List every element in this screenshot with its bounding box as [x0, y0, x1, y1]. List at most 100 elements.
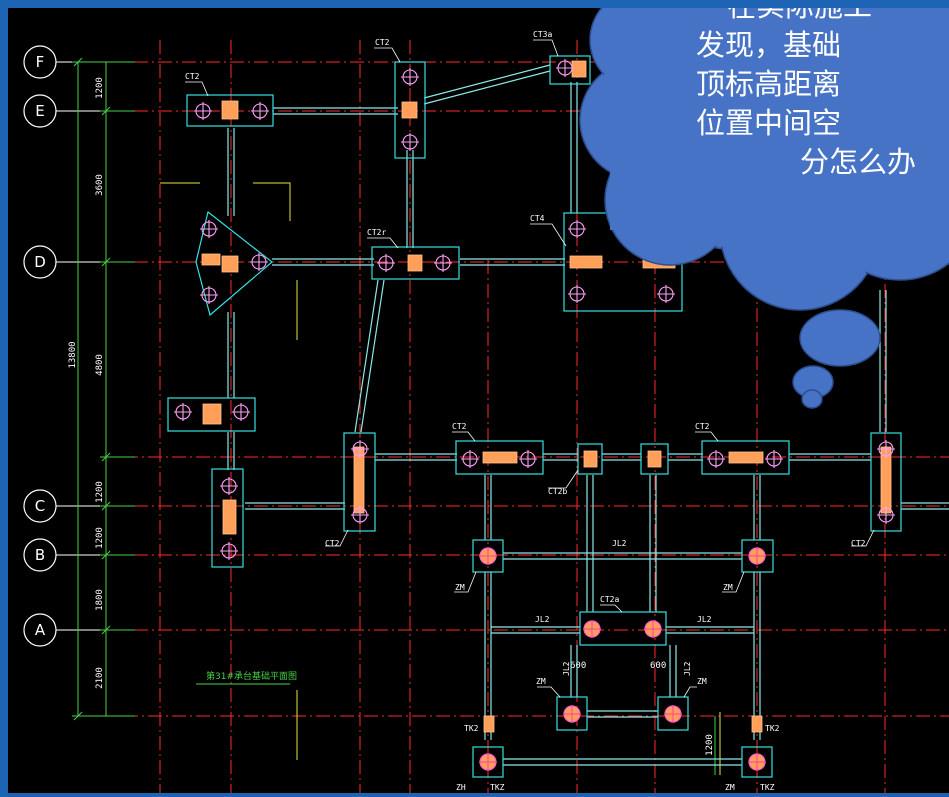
pile-cap-zm-5[interactable] [741, 746, 773, 778]
tag-jl2-c: JL2 [697, 615, 712, 624]
tag-tkz-2: TKZ [760, 783, 775, 792]
tag-ct2b: CT2b [548, 487, 567, 496]
pile-12 [568, 285, 586, 303]
dimension-texts: 13800 1200 3600 4800 1200 1200 1800 2100… [68, 77, 715, 756]
cad-drawing-canvas[interactable]: F E D C [8, 0, 949, 793]
tag-ct3a: CT3a [533, 30, 552, 39]
tag-ct2a: CT2a [600, 595, 619, 604]
axis-bubble-a: A [23, 613, 100, 647]
axis-bubble-c: C [23, 489, 100, 523]
pile-2 [251, 102, 269, 120]
tag-ct2-far-right: CT2 [851, 539, 866, 548]
pile-1 [194, 102, 212, 120]
pile-cap-zm-4[interactable] [657, 696, 689, 731]
dim-small-2: 600 [650, 661, 666, 671]
pile-11 [568, 220, 586, 238]
pile-18 [351, 440, 369, 458]
tag-labels: CT2 CT3a CT2 CT2r CT4 CT2 CT2 CT2b CT2 C… [185, 30, 866, 792]
pile-17 [220, 542, 238, 560]
pile-cap-ct2b-2[interactable] [640, 443, 669, 475]
dim-segment-2: 3600 [95, 174, 105, 196]
pile-cap-zh-1[interactable] [472, 746, 504, 778]
callout-line-2: 发现，基础 [696, 28, 841, 62]
callout-line-5: 分怎么办 [800, 145, 916, 179]
axis-label-c: C [35, 497, 45, 515]
pile-cap-ct3a[interactable] [549, 55, 591, 85]
pile-cap-triangle[interactable] [195, 210, 273, 317]
pile-13 [657, 285, 675, 303]
dim-segment-1: 1200 [95, 77, 105, 99]
tag-tk2-right: TK2 [765, 724, 780, 733]
dim-segment-5: 1200 [95, 527, 105, 549]
yellow-guides [160, 182, 721, 775]
axis-label-e: E [35, 102, 44, 120]
axis-bubble-d: D [23, 245, 100, 279]
filled-piles [479, 547, 766, 771]
callout-line-1: 在实际施工 [727, 8, 872, 23]
pile-cap-ct2b-1[interactable] [577, 443, 603, 475]
tag-zm-5: ZM [725, 783, 735, 792]
dim-small-1: 600 [570, 661, 586, 671]
tag-jl2-b: JL2 [535, 615, 550, 624]
leader-lines [185, 39, 875, 698]
axis-bubbles: F E D C [23, 45, 100, 647]
tag-ct2-bottom-left: CT2 [325, 539, 340, 548]
pile-25 [877, 506, 895, 524]
tie-beams [227, 64, 949, 766]
pile-9 [377, 254, 395, 272]
pile-5 [556, 59, 574, 77]
axis-label-b: B [35, 546, 45, 564]
pile-cap-ct2a[interactable] [579, 611, 667, 646]
pile-20 [461, 450, 479, 468]
pile-cap-zm-2[interactable] [741, 539, 774, 573]
pile-14 [174, 403, 192, 421]
pile-23 [765, 450, 783, 468]
pile-cap-vertical-mid[interactable] [343, 432, 376, 532]
tag-ct2r: CT2r [367, 228, 386, 237]
pile-caps [167, 55, 902, 778]
callout-line-4: 位置中间空 [696, 106, 841, 140]
axis-label-d: D [34, 253, 46, 271]
dim-segment-4: 1200 [95, 481, 105, 503]
tag-zh-1: ZH [456, 783, 466, 792]
pile-15 [232, 403, 250, 421]
columns [201, 60, 892, 733]
pile-cap-ct2-right[interactable] [701, 440, 790, 475]
pile-21 [519, 450, 537, 468]
pile-3 [401, 68, 419, 86]
piles [174, 59, 895, 560]
tag-tkz-1: TKZ [490, 783, 505, 792]
dim-segment-7: 2100 [95, 667, 105, 689]
tag-jl2-d: JL2 [562, 661, 571, 676]
pile-cap-vertical-right[interactable] [870, 432, 902, 532]
tag-ct2-top: CT2 [375, 38, 390, 47]
pile-24 [877, 440, 895, 458]
callout-line-3: 顶标高距离 [696, 67, 841, 101]
pile-cap-e-left[interactable] [186, 94, 274, 127]
axis-label-f: F [36, 53, 45, 71]
tag-ct2-right: CT2 [695, 422, 710, 431]
pile-19 [351, 506, 369, 524]
pile-cap-ct2-mid[interactable] [455, 440, 544, 475]
pile-6 [200, 220, 218, 238]
pile-22 [707, 450, 725, 468]
pile-8 [200, 286, 218, 304]
tag-zm-1: ZM [455, 583, 465, 592]
tag-tk2-left: TK2 [464, 724, 479, 733]
pile-cap-zm-1[interactable] [472, 539, 504, 573]
axis-label-a: A [35, 621, 46, 639]
dimension-lines [72, 57, 716, 775]
pile-4 [401, 133, 419, 151]
tag-zm-4: ZM [697, 677, 707, 686]
pile-cap-mid-left[interactable] [167, 397, 256, 432]
pile-cap-zm-3[interactable] [556, 696, 588, 731]
tag-zm-2: ZM [723, 583, 733, 592]
pile-cap-top-mid[interactable] [394, 61, 426, 159]
callout-cloud: 在实际施工 发现，基础 顶标高距离 位置中间空 分怎么办 [579, 0, 949, 409]
drawing-title: 第31#承台基础平面图 [196, 670, 297, 685]
tag-jl2-a: JL2 [612, 539, 627, 548]
foundation-plan: F E D C [23, 0, 949, 793]
pile-cap-vertical-left[interactable] [211, 468, 244, 568]
pile-cap-ct2r[interactable] [371, 246, 460, 280]
